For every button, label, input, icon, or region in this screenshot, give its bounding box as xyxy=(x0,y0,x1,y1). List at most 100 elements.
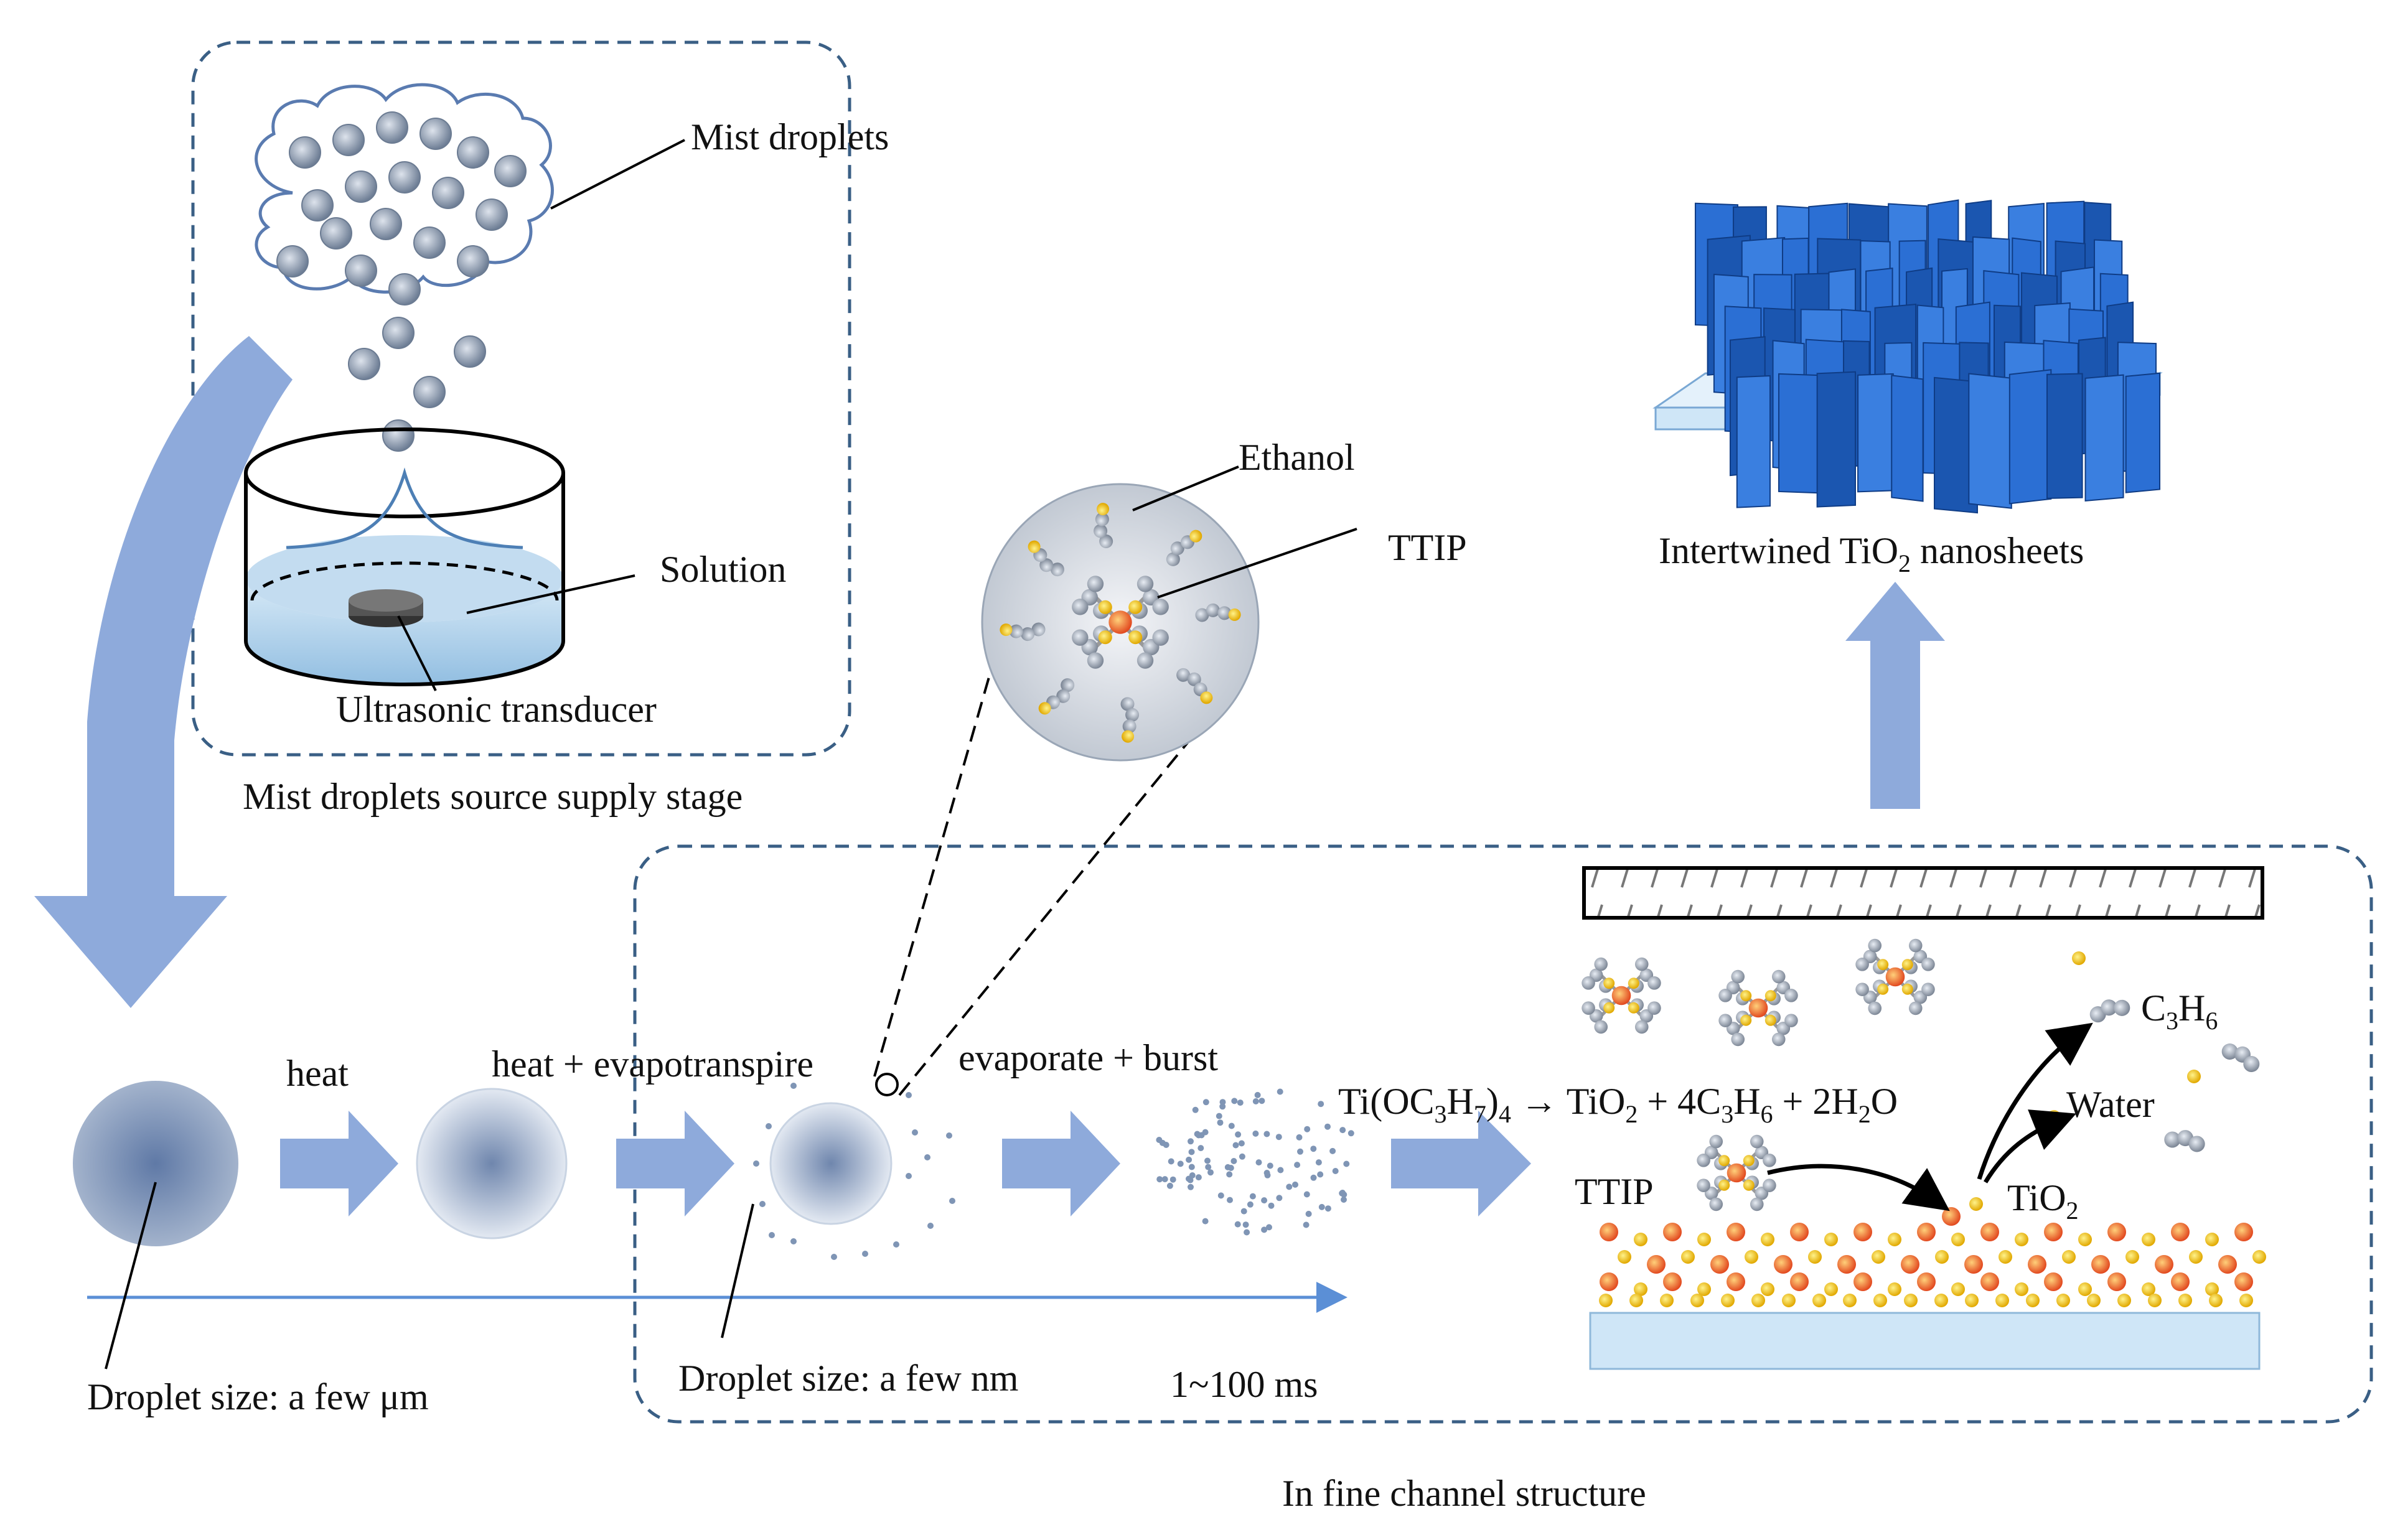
vapor-dot xyxy=(766,1123,772,1129)
vapor-dot xyxy=(893,1241,899,1248)
burst-dot xyxy=(1332,1168,1339,1174)
burst-dot xyxy=(1186,1156,1193,1163)
o-atom xyxy=(1872,1250,1885,1264)
o-atom xyxy=(2142,1282,2155,1296)
propene-molecule xyxy=(2164,1130,2205,1152)
o-atom xyxy=(1761,1282,1774,1296)
burst-dot xyxy=(1249,1193,1256,1200)
vapor-dot xyxy=(790,1238,797,1244)
mist-droplet xyxy=(419,118,452,150)
ttip-molecules xyxy=(1582,938,2260,1226)
mist-leader-line xyxy=(550,139,685,210)
o-atom xyxy=(2087,1294,2101,1307)
ethanol-molecule xyxy=(1176,668,1213,704)
ti-atom xyxy=(1790,1223,1809,1241)
mist-cloud xyxy=(255,83,554,306)
vapor-dot xyxy=(924,1154,930,1160)
burst-dot xyxy=(1329,1147,1336,1154)
ti-atom xyxy=(1790,1272,1809,1291)
burst-dot xyxy=(1177,1160,1184,1167)
nanosheet xyxy=(1934,376,1979,514)
ti-atom xyxy=(1853,1223,1872,1241)
molecule xyxy=(1718,969,1798,1047)
burst-dot xyxy=(1230,1158,1237,1164)
burst-dot xyxy=(1168,1158,1174,1165)
burst-dot xyxy=(1207,1169,1214,1176)
burst-dot xyxy=(1188,1164,1195,1170)
falling-droplet xyxy=(454,335,486,368)
burst-dot xyxy=(1266,1224,1272,1231)
o-atom xyxy=(1999,1250,2012,1264)
burst-dot xyxy=(1219,1103,1226,1110)
mist-droplet xyxy=(345,170,377,203)
burst-dot xyxy=(1324,1205,1331,1212)
burst-dot xyxy=(1189,1172,1196,1178)
o-atom xyxy=(1721,1294,1735,1307)
ethanol-molecule xyxy=(1038,678,1075,715)
burst-dot xyxy=(1240,1208,1247,1215)
tio2-nanosheet-film xyxy=(1652,199,2163,514)
water-release-arrow xyxy=(1983,1109,2076,1183)
ti-atom xyxy=(2028,1255,2046,1274)
o-atom xyxy=(2117,1294,2131,1307)
curved-flow-arrow xyxy=(34,336,293,1008)
o-atom xyxy=(2056,1294,2070,1307)
burst-dot xyxy=(1247,1201,1254,1208)
burst-dot xyxy=(1292,1181,1298,1188)
ti-atom xyxy=(1837,1255,1856,1274)
o-atom xyxy=(1824,1233,1838,1246)
o-atom xyxy=(2205,1282,2219,1296)
o-atom xyxy=(1951,1233,1965,1246)
ti-atom xyxy=(1727,1272,1745,1291)
zoom-source-circle xyxy=(875,1073,899,1096)
nanosheet xyxy=(2125,372,2161,493)
o-atom xyxy=(2142,1233,2155,1246)
evaporation-dots xyxy=(753,1083,955,1260)
droplet-um-leader xyxy=(105,1182,157,1370)
time-range-label: 1~100 ms xyxy=(1170,1364,1318,1405)
ti-atom xyxy=(2044,1272,2063,1291)
evaporate-burst-label: evaporate + burst xyxy=(958,1037,1218,1078)
burst-dot xyxy=(1166,1182,1173,1189)
ti-atom xyxy=(1942,1207,1961,1226)
droplet-nm-label: Droplet size: a few nm xyxy=(678,1358,1018,1399)
burst-dot xyxy=(1228,1122,1235,1129)
burst-dot xyxy=(1268,1202,1275,1209)
water-molecule xyxy=(2072,951,2086,965)
ti-atom xyxy=(1964,1255,1983,1274)
water-label: Water xyxy=(2066,1084,2155,1125)
burst-dot xyxy=(1305,1210,1312,1217)
o-atom xyxy=(1660,1294,1674,1307)
burst-dot xyxy=(1339,1190,1346,1196)
ethanol-molecule xyxy=(1094,503,1113,549)
supply-stage-box xyxy=(191,40,851,757)
burst-dot xyxy=(1297,1148,1303,1155)
burst-dot xyxy=(1227,1165,1234,1171)
burst-particles xyxy=(1156,1088,1354,1236)
c3h6-release-arrow xyxy=(1977,1022,2093,1180)
o-atom xyxy=(2148,1294,2162,1307)
product-up-arrow xyxy=(1845,582,1945,809)
supply-stage-caption: Mist droplets source supply stage xyxy=(243,776,743,817)
o-atom xyxy=(2015,1282,2028,1296)
o-atom xyxy=(1951,1282,1965,1296)
burst-dot xyxy=(1252,1098,1259,1104)
mist-droplet xyxy=(345,254,377,287)
mist-droplet xyxy=(376,111,408,144)
ultrasonic-container xyxy=(244,427,565,686)
o-atom xyxy=(1690,1294,1704,1307)
ti-atom xyxy=(1774,1255,1792,1274)
adsorb-arrow xyxy=(1767,1164,1950,1211)
falling-droplet xyxy=(382,419,415,452)
vapor-dot xyxy=(790,1083,797,1089)
mist-droplet xyxy=(476,198,508,231)
o-atom xyxy=(2209,1294,2223,1307)
o-atom xyxy=(2239,1294,2253,1307)
o-atom xyxy=(1904,1294,1918,1307)
ti-atom xyxy=(1853,1272,1872,1291)
transducer-leader-line xyxy=(397,615,437,691)
burst-dot xyxy=(1267,1162,1273,1169)
burst-dot xyxy=(1286,1183,1293,1190)
nanosheet xyxy=(1857,373,1894,493)
mist-droplet xyxy=(388,273,421,306)
